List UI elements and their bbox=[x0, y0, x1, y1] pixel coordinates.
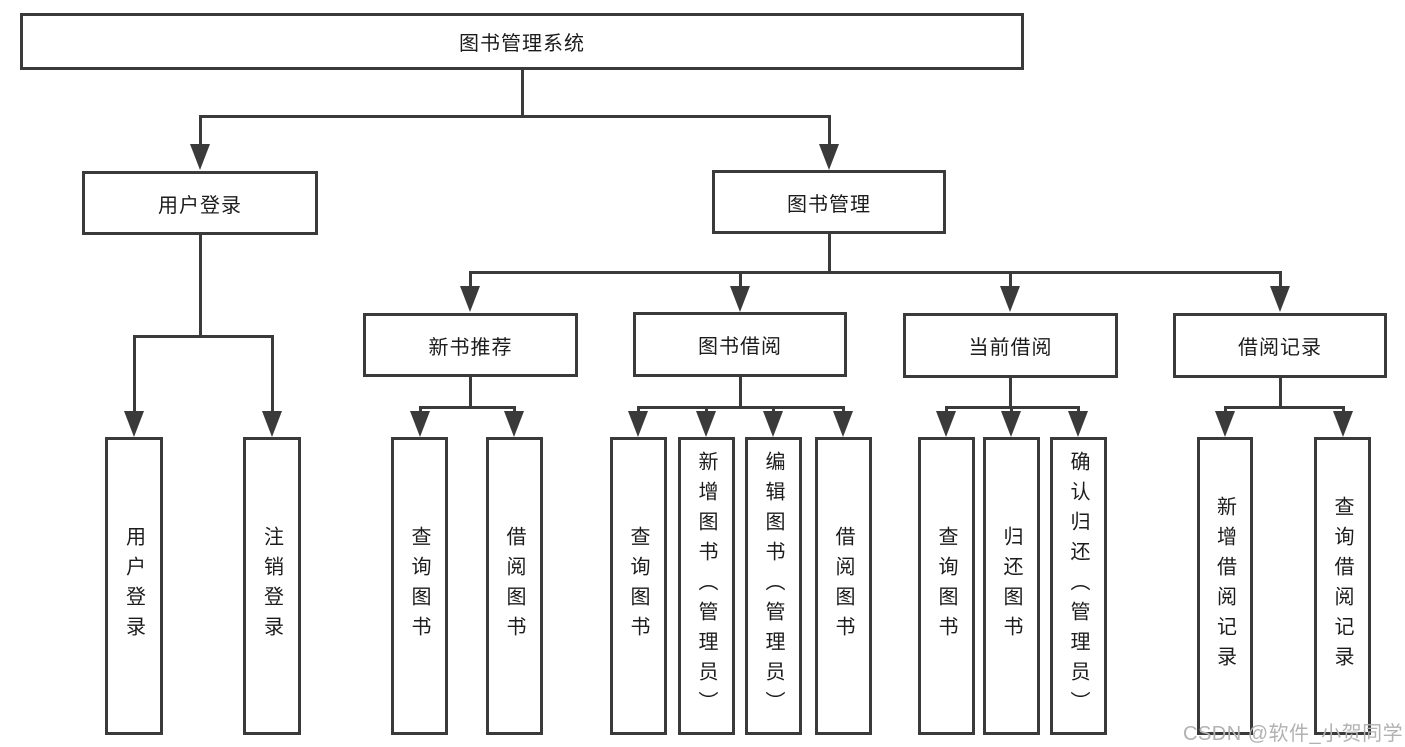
leaf-bookborrow-add-admin: 新增图书（管理员） bbox=[678, 437, 735, 735]
connector-line bbox=[1341, 406, 1345, 414]
leaf-newbooks-borrow: 借阅图书 bbox=[486, 437, 543, 735]
connector-line bbox=[1223, 406, 1227, 414]
arrow-down-icon bbox=[1333, 411, 1353, 437]
arrow-down-icon bbox=[833, 411, 853, 437]
node-book-borrow: 图书借阅 bbox=[633, 312, 847, 377]
connector-line bbox=[738, 271, 742, 288]
arrow-down-icon bbox=[504, 411, 524, 437]
connector-line bbox=[418, 406, 422, 414]
connector-line bbox=[198, 115, 202, 146]
connector-book-borrow-stem bbox=[738, 377, 742, 409]
leaf-bookborrow-borrow: 借阅图书 bbox=[815, 437, 872, 735]
leaf-currentborrow-confirm-admin: 确认归还（管理员） bbox=[1050, 437, 1107, 735]
arrow-down-icon bbox=[936, 411, 956, 437]
connector-line bbox=[704, 406, 708, 414]
arrow-down-icon bbox=[410, 411, 430, 437]
arrow-down-icon bbox=[819, 144, 839, 170]
connector-root-stem bbox=[520, 70, 524, 118]
connector-book-mgmt-stem bbox=[827, 234, 831, 274]
connector-line bbox=[944, 406, 948, 414]
node-new-books: 新书推荐 bbox=[363, 313, 578, 377]
connector-line bbox=[1008, 271, 1012, 288]
arrow-down-icon bbox=[1270, 286, 1290, 312]
connector-line bbox=[270, 335, 274, 413]
connector-root-split bbox=[198, 115, 831, 118]
node-borrow-records: 借阅记录 bbox=[1173, 313, 1387, 378]
connector-line bbox=[512, 406, 516, 414]
connector-new-books-split bbox=[418, 406, 516, 409]
connector-line bbox=[132, 335, 136, 413]
node-user-login: 用户登录 bbox=[82, 171, 318, 235]
leaf-currentborrow-query: 查询图书 bbox=[918, 437, 975, 735]
arrow-down-icon bbox=[124, 411, 144, 437]
node-root: 图书管理系统 bbox=[20, 13, 1024, 70]
arrow-down-icon bbox=[1000, 286, 1020, 312]
connector-line bbox=[1009, 406, 1013, 414]
node-current-borrow: 当前借阅 bbox=[903, 313, 1118, 378]
leaf-bookborrow-edit-admin: 编辑图书（管理员） bbox=[745, 437, 802, 735]
arrow-down-icon bbox=[628, 411, 648, 437]
leaf-records-query: 查询借阅记录 bbox=[1314, 437, 1371, 735]
leaf-newbooks-query: 查询图书 bbox=[391, 437, 448, 735]
connector-line bbox=[827, 115, 831, 146]
connector-line bbox=[1278, 271, 1282, 288]
connector-new-books-stem bbox=[468, 377, 472, 409]
connector-borrow-records-split bbox=[1223, 406, 1345, 409]
watermark: CSDN @软件_小贺同学 bbox=[1183, 723, 1404, 745]
connector-line bbox=[636, 406, 640, 414]
leaf-bookborrow-query: 查询图书 bbox=[610, 437, 667, 735]
connector-line bbox=[771, 406, 775, 414]
connector-current-borrow-stem bbox=[1008, 378, 1012, 409]
arrow-down-icon bbox=[460, 286, 480, 312]
connector-line bbox=[468, 271, 472, 288]
connector-user-login-split bbox=[132, 335, 274, 338]
connector-line bbox=[841, 406, 845, 414]
connector-line bbox=[1076, 406, 1080, 414]
connector-book-borrow-split bbox=[636, 406, 845, 409]
connector-borrow-records-stem bbox=[1278, 378, 1282, 409]
leaf-user-login: 用户登录 bbox=[105, 437, 163, 735]
arrow-down-icon bbox=[262, 411, 282, 437]
arrow-down-icon bbox=[1001, 411, 1021, 437]
arrow-down-icon bbox=[763, 411, 783, 437]
arrow-down-icon bbox=[190, 144, 210, 170]
node-book-management: 图书管理 bbox=[712, 170, 946, 234]
arrow-down-icon bbox=[696, 411, 716, 437]
arrow-down-icon bbox=[730, 286, 750, 312]
leaf-logout: 注销登录 bbox=[243, 437, 301, 735]
connector-book-mgmt-split bbox=[468, 271, 1282, 274]
arrow-down-icon bbox=[1068, 411, 1088, 437]
connector-user-login-stem bbox=[198, 235, 202, 338]
leaf-records-add: 新增借阅记录 bbox=[1197, 437, 1253, 735]
arrow-down-icon bbox=[1215, 411, 1235, 437]
leaf-currentborrow-return: 归还图书 bbox=[983, 437, 1040, 735]
